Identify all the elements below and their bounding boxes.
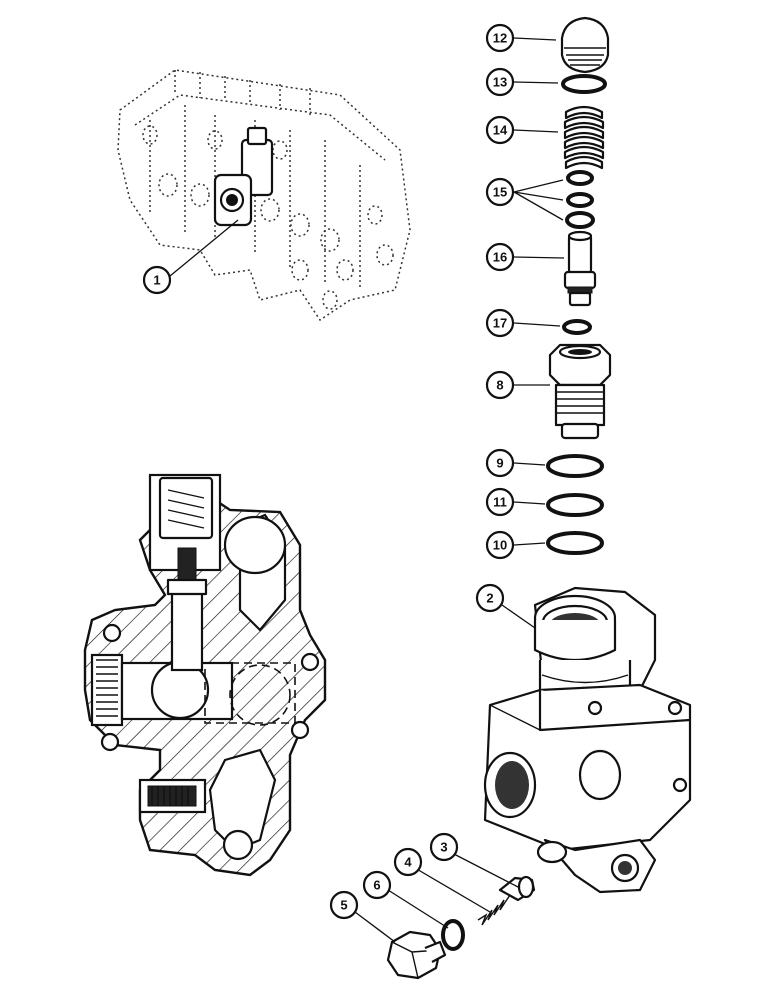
callout-label: 6: [373, 878, 380, 893]
control-valve-bank-outline: [117, 69, 411, 322]
callout-10: 10: [485, 530, 515, 560]
sectional-view: [83, 473, 327, 877]
callout-14: 14: [485, 115, 515, 145]
callout-label: 12: [493, 31, 507, 46]
plug-part-5: [386, 930, 447, 980]
o-ring-part-10: [546, 531, 604, 555]
o-ring-part-17: [562, 319, 592, 335]
callout-16: 16: [485, 242, 515, 272]
callout-11: 11: [485, 487, 515, 517]
callout-5: 5: [329, 890, 359, 920]
callout-label: 4: [404, 855, 412, 870]
poppet-part-16: [563, 230, 597, 307]
callout-label: 16: [493, 250, 507, 265]
callout-label: 3: [440, 840, 447, 855]
valve-seat-part-8: [548, 343, 612, 440]
callout-2: 2: [475, 583, 505, 613]
callout-15: 15: [485, 177, 515, 207]
callout-8: 8: [485, 370, 515, 400]
cap-part-12: [560, 16, 610, 74]
callout-label: 5: [340, 898, 347, 913]
callout-6: 6: [362, 870, 392, 900]
callout-label: 2: [486, 591, 493, 606]
callout-label: 13: [493, 75, 507, 90]
o-ring-part-13: [561, 74, 607, 94]
callout-12: 12: [485, 23, 515, 53]
shims-part-15: [565, 170, 595, 229]
leader-lines: [169, 37, 565, 943]
callout-1: 1: [142, 265, 172, 295]
ball-part-3: [498, 875, 536, 902]
washer-part-6: [441, 919, 465, 951]
callout-9: 9: [485, 448, 515, 478]
backup-ring-part-11: [546, 493, 604, 517]
o-ring-part-9: [546, 454, 604, 478]
callout-17: 17: [485, 308, 515, 338]
valve-housing-part-2: [483, 586, 692, 894]
spring-part-14: [563, 105, 605, 170]
callout-13: 13: [485, 67, 515, 97]
callout-label: 11: [493, 495, 507, 510]
callout-label: 9: [496, 456, 503, 471]
callout-3: 3: [429, 832, 459, 862]
callout-label: 14: [493, 123, 508, 138]
callout-label: 1: [153, 273, 160, 288]
callout-label: 8: [496, 378, 503, 393]
callout-4: 4: [393, 847, 423, 877]
callout-label: 15: [493, 185, 507, 200]
callout-label: 10: [493, 538, 507, 553]
relief-valve-in-bank: [213, 126, 274, 227]
spring-part-4: [477, 894, 511, 926]
callout-label: 17: [493, 316, 507, 331]
